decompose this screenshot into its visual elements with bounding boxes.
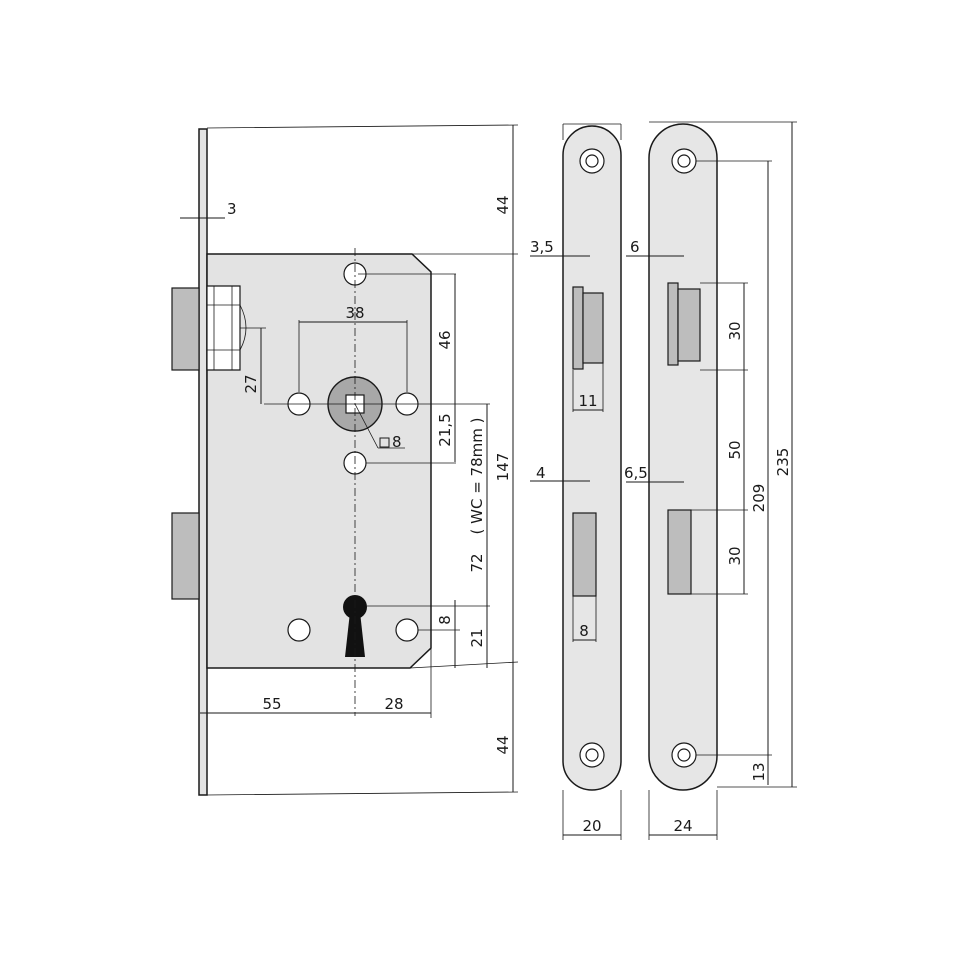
faceplate-24 [626,121,797,840]
dim-key-to-bottom: 21 [468,628,486,647]
dim-plate2-top-inset: 6 [630,238,640,256]
dim-plate1-bolt-width: 8 [579,622,589,640]
plate1-latch-opening [582,292,604,364]
dim-plate2-length: 235 [774,448,792,477]
forend-plate [198,128,208,796]
dead-bolt [171,512,200,600]
dim-handle-to-top-hole: 46 [436,330,454,349]
dim-plate1-latch-width: 11 [578,392,597,410]
dim-plate2-bolt-height: 30 [726,546,744,565]
dim-plate1-width: 20 [582,817,601,835]
dim-latch-offset: 27 [242,374,260,393]
dim-wc-spacing: ( WC = 78mm ) [468,418,486,535]
dim-plate1-mid-inset: 4 [536,464,546,482]
dim-plate2-hole-spacing: 209 [750,484,768,513]
dim-case-height: 147 [494,453,512,482]
dim-backset: 55 [262,695,281,713]
dim-hole-spacing: 38 [345,304,364,322]
plate1-bolt-opening [572,512,597,597]
dim-plate2-hole-offset: 13 [750,762,768,781]
latch-bolt [171,285,247,371]
square-symbol-icon [379,437,390,448]
dim-faceplate-thickness: 3 [227,200,237,218]
dim-plate2-latch-height: 30 [726,321,744,340]
faceplate-20 [530,123,622,840]
plate2-bolt-opening [667,509,692,595]
fixing-hole-bottom-right [395,618,419,642]
dim-follower-size: 8 [392,433,402,451]
dim-plate1-top-inset: 3,5 [530,238,554,256]
dim-case-depth: 28 [384,695,403,713]
dim-plate2-mid-inset: 6,5 [624,464,648,482]
dim-top-offset: 44 [494,195,512,214]
faceplate-24-body [648,123,718,791]
lock-case-view [171,124,519,796]
plate2-latch-opening [677,288,701,362]
dim-key-to-hole: 8 [436,615,454,625]
dim-follower-to-lower-hole: 21,5 [436,413,454,446]
dim-bottom-offset: 44 [494,735,512,754]
dim-plate2-gap: 50 [726,440,744,459]
dim-handle-to-key: 72 [468,553,486,572]
dimension-labels: 3 44 44 38 46 27 21,5 8 ( WC = 78mm ) 72… [227,195,792,835]
fixing-hole-bottom-left [287,618,311,642]
dim-plate2-width: 24 [673,817,692,835]
faceplate-20-body [562,125,622,791]
